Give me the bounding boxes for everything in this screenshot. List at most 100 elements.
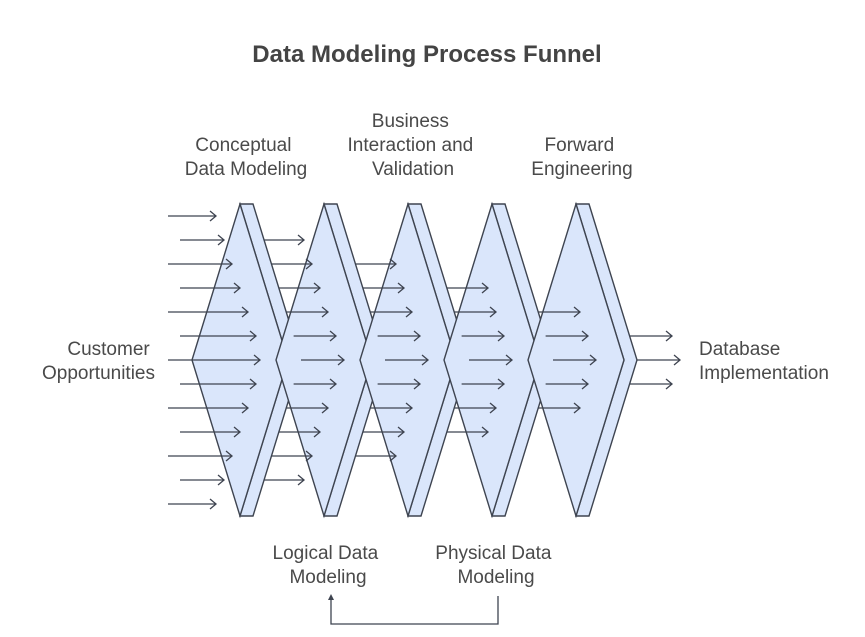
feedback-arrowhead-icon <box>328 594 334 600</box>
stage-label-conceptual: Conceptual Data Modeling <box>185 135 308 180</box>
stage-label-business: Business Interaction and Validation <box>348 111 479 180</box>
flow-arrow <box>180 234 226 246</box>
flow-arrow <box>168 258 234 270</box>
flow-arrow-group <box>538 306 598 414</box>
arrowhead-icon <box>297 474 306 486</box>
stage-label-line: Validation <box>372 159 454 180</box>
flow-arrow <box>355 450 398 462</box>
input-label-line: Opportunities <box>42 363 155 384</box>
arrowhead-icon <box>581 330 590 342</box>
stage-label-line: Forward <box>545 135 615 156</box>
flow-arrow <box>264 474 306 486</box>
arrowhead-icon <box>297 234 306 246</box>
arrowhead-icon <box>505 354 514 366</box>
flow-arrow <box>629 330 674 342</box>
flow-arrow <box>545 330 590 342</box>
arrowhead-icon <box>313 282 322 294</box>
flow-arrow <box>286 306 330 318</box>
flow-arrow <box>264 234 306 246</box>
flow-arrow <box>301 354 346 366</box>
arrowhead-icon <box>665 378 674 390</box>
arrowhead-icon <box>233 426 242 438</box>
arrowhead-icon <box>313 426 322 438</box>
flow-arrow <box>293 330 338 342</box>
arrowhead-icon <box>321 402 330 414</box>
flow-arrow <box>278 426 322 438</box>
arrowhead-icon <box>253 354 262 366</box>
arrowhead-icon <box>217 234 226 246</box>
arrowhead-icon <box>305 450 314 462</box>
stage-label-line: Physical Data <box>435 543 552 564</box>
flow-arrow <box>168 210 218 222</box>
flow-arrow <box>454 402 498 414</box>
arrowhead-icon <box>405 402 414 414</box>
arrowhead-icon <box>481 426 490 438</box>
stage-label-line: Conceptual <box>195 135 291 156</box>
flow-arrow <box>168 306 250 318</box>
flow-arrow <box>362 282 406 294</box>
arrowhead-icon <box>233 282 242 294</box>
arrowhead-icon <box>413 330 422 342</box>
flow-arrow-group <box>446 282 514 438</box>
arrowhead-icon <box>217 474 226 486</box>
flow-arrow <box>180 378 258 390</box>
arrowhead-icon <box>241 402 250 414</box>
flow-arrow <box>538 306 582 318</box>
flow-arrow <box>168 498 218 510</box>
arrowhead-icon <box>329 378 338 390</box>
stage-label-physical: Physical Data Modeling <box>435 543 556 588</box>
flow-arrow-group <box>355 258 430 462</box>
flow-arrow <box>446 426 490 438</box>
flow-arrow <box>271 258 314 270</box>
arrowhead-icon <box>581 378 590 390</box>
flow-arrow <box>370 306 414 318</box>
input-label-line: Customer <box>67 339 150 360</box>
output-label-line: Implementation <box>699 363 829 384</box>
feedback-connector <box>328 594 499 625</box>
flow-arrow <box>355 258 398 270</box>
arrowhead-icon <box>337 354 346 366</box>
output-label: Database Implementation <box>699 339 829 384</box>
flow-arrow <box>385 354 430 366</box>
flow-arrow <box>377 330 422 342</box>
arrowhead-icon <box>241 306 250 318</box>
flow-arrow <box>168 402 250 414</box>
stage-label-line: Logical Data <box>273 543 379 564</box>
arrowhead-icon <box>249 330 258 342</box>
stage-label-forward: Forward Engineering <box>531 135 632 180</box>
arrowhead-icon <box>573 402 582 414</box>
flow-arrow <box>377 378 422 390</box>
arrowhead-icon <box>481 282 490 294</box>
flow-arrow <box>180 282 242 294</box>
flow-arrow <box>286 402 330 414</box>
stage-label-line: Data Modeling <box>185 159 308 180</box>
arrowhead-icon <box>413 378 422 390</box>
stage-label-line: Modeling <box>457 567 534 588</box>
arrowhead-icon <box>249 378 258 390</box>
flow-arrow <box>180 426 242 438</box>
arrowhead-icon <box>489 402 498 414</box>
flow-arrow <box>538 402 582 414</box>
flow-arrow <box>637 354 682 366</box>
flow-arrow <box>454 306 498 318</box>
stage-label-line: Interaction and <box>348 135 474 156</box>
flow-arrow <box>469 354 514 366</box>
flow-arrow <box>461 330 506 342</box>
flow-arrow <box>168 354 262 366</box>
arrowhead-icon <box>497 330 506 342</box>
flow-arrow <box>180 330 258 342</box>
arrowhead-icon <box>209 498 218 510</box>
flow-arrow <box>446 282 490 294</box>
arrowhead-icon <box>589 354 598 366</box>
flow-arrow <box>545 378 590 390</box>
input-label: Customer Opportunities <box>42 339 155 384</box>
stage-label-line: Modeling <box>289 567 366 588</box>
flow-arrow <box>629 378 674 390</box>
flow-arrow <box>370 402 414 414</box>
arrowhead-icon <box>397 426 406 438</box>
flow-arrow <box>461 378 506 390</box>
flow-arrow <box>271 450 314 462</box>
flow-arrow <box>168 450 234 462</box>
arrowhead-icon <box>305 258 314 270</box>
